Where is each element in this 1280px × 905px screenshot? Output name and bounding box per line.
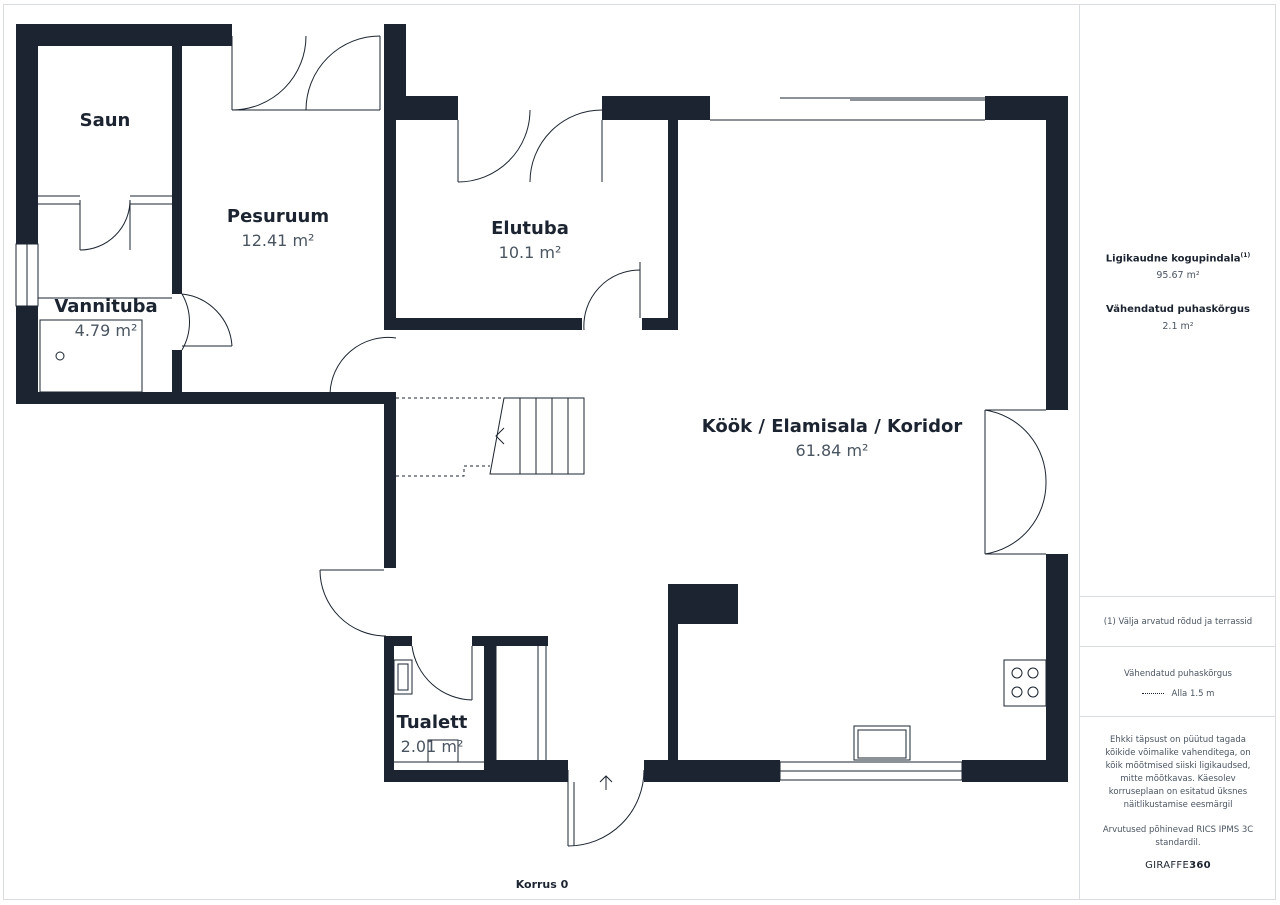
brand-logo: GIRAFFE360 <box>1080 860 1276 871</box>
total-area-value: 95.67 m² <box>1156 270 1200 282</box>
room-name-elutuba: Elutuba <box>491 218 569 239</box>
standard-note: Arvutused põhinevad RICS IPMS 3C standar… <box>1102 825 1254 848</box>
room-name-kook: Köök / Elamisala / Koridor <box>702 416 963 437</box>
shower-tray <box>39 319 143 393</box>
room-area-kook: 61.84 m² <box>796 441 869 460</box>
divider <box>1080 596 1276 597</box>
reduced-height-value: 2.1 m² <box>1162 321 1194 332</box>
floor-label: Korrus 0 <box>516 878 569 891</box>
total-area-footnote-mark: (1) <box>1240 252 1251 259</box>
room-area-tualett: 2.01 m² <box>401 737 464 756</box>
room-name-tualett: Tualett <box>397 712 468 733</box>
legend-title: Vähendatud puhaskõrgus <box>1124 669 1232 679</box>
sink <box>853 725 911 761</box>
room-area-vannituba: 4.79 m² <box>75 321 138 340</box>
doors <box>79 35 1047 847</box>
legend-item: Alla 1.5 m <box>1080 688 1276 701</box>
legend-dotted-line-icon <box>1141 693 1164 694</box>
room-labels: Saun Pesuruum 12.41 m² Elutuba 10.1 m² V… <box>54 110 962 891</box>
fixtures <box>39 319 1047 790</box>
divider <box>1080 716 1276 717</box>
walls <box>16 24 1068 782</box>
wc <box>393 659 413 695</box>
reduced-height-label: Vähendatud puhaskõrgus <box>1106 304 1250 315</box>
room-area-pesuruum: 12.41 m² <box>242 231 315 250</box>
total-area-block: Ligikaudne kogupindala(1) 95.67 m² <box>1080 252 1276 281</box>
page-frame <box>3 4 1276 900</box>
room-name-saun: Saun <box>80 110 131 131</box>
info-sidebar: Ligikaudne kogupindala(1) 95.67 m² Vähen… <box>1079 4 1276 900</box>
footnote: (1) Välja arvatud rõdud ja terrassid <box>1103 617 1253 627</box>
legend-item-label: Alla 1.5 m <box>1171 689 1215 699</box>
brand-number: 360 <box>1189 860 1211 871</box>
brand-text: GIRAFFE <box>1145 860 1190 871</box>
room-name-pesuruum: Pesuruum <box>227 206 329 227</box>
stairs <box>396 397 585 477</box>
stove <box>1003 659 1047 707</box>
disclaimer: Ehkki täpsust on püütud tagada kõikide v… <box>1105 735 1251 810</box>
room-name-vannituba: Vannituba <box>54 296 157 317</box>
divider <box>1080 646 1276 647</box>
reduced-height-block: Vähendatud puhaskõrgus 2.1 m² <box>1080 304 1276 332</box>
entrance-arrow-icon <box>599 775 613 783</box>
room-area-elutuba: 10.1 m² <box>499 243 562 262</box>
floor-plan: Saun Pesuruum 12.41 m² Elutuba 10.1 m² V… <box>15 24 1068 891</box>
windows <box>15 36 986 781</box>
total-area-label: Ligikaudne kogupindala <box>1105 253 1241 265</box>
